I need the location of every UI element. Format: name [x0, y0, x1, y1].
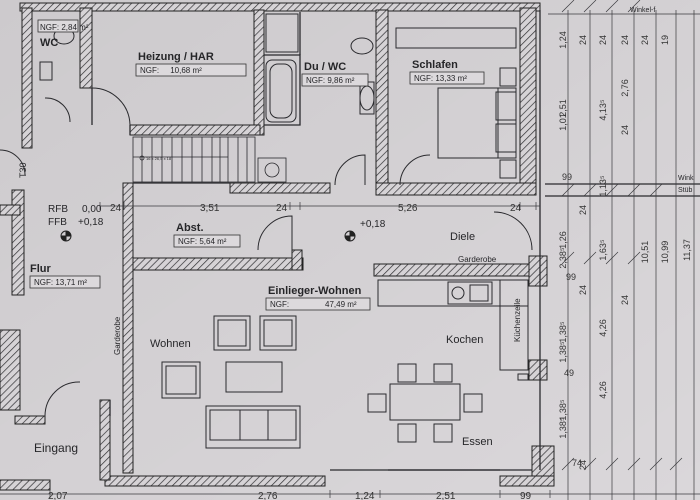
t30-label: T30 — [18, 162, 28, 178]
furniture — [161, 315, 483, 449]
eingang-name: Eingang — [34, 441, 78, 455]
vdim-c1-0: 1,24 — [558, 31, 568, 49]
vdim-c1-4: 2,38⁵ — [558, 247, 568, 269]
vdim-c1-3: 1,26 — [558, 231, 568, 249]
winkel-label: Winkel-f — [630, 7, 655, 14]
dim-r99b: 99 — [566, 272, 576, 282]
doors — [0, 87, 533, 417]
einlieger-name: Einlieger-Wohnen — [268, 285, 362, 297]
stair-label: 16 x 26,5 x 18 — [146, 156, 172, 161]
vdim-c3-4: 4,26 — [598, 319, 608, 337]
vdim-c7-0: 11,37 — [682, 239, 692, 261]
vdim-c2-3: 24 — [578, 460, 588, 470]
ffb-value: +0,18 — [78, 217, 104, 228]
dim-r99a: 99 — [562, 172, 572, 182]
vdim-c1-5: 1,38⁵ — [558, 321, 568, 343]
flur-area-box — [29, 275, 101, 289]
einlieger-area-box — [265, 297, 371, 311]
rfb-value: 0,00 — [82, 204, 102, 215]
wc-area: NGF: 2,84 m² — [40, 23, 89, 32]
level-markers — [60, 230, 356, 242]
vdim-c2-1: 24 — [578, 205, 588, 215]
vertical-dimensions: 1,242,511,011,262,38⁵1,38⁵1,38⁵1,38⁵1,38… — [558, 31, 692, 470]
duwc-name: Du / WC — [304, 61, 346, 73]
heizung-name: Heizung / HAR — [138, 51, 214, 63]
vdim-c5-0: 24 — [640, 35, 650, 45]
vdim-c4-0: 24 — [620, 35, 630, 45]
vdim-c2-2: 24 — [578, 285, 588, 295]
dim-124: 1,24 — [355, 491, 375, 500]
kochen-name: Kochen — [446, 334, 483, 346]
walls — [0, 2, 555, 491]
dim-99: 99 — [520, 491, 532, 500]
dim-24b: 24 — [276, 203, 288, 214]
flur-area: NGF: 13,71 m² — [34, 278, 87, 287]
vdim-c4-3: 24 — [620, 295, 630, 305]
dim-24c: 24 — [510, 203, 522, 214]
abst-name: Abst. — [176, 222, 204, 234]
schlafen-area-box — [409, 71, 485, 85]
dim-251: 2,51 — [436, 491, 456, 500]
vdim-c3-1: 4,13⁵ — [598, 99, 608, 121]
vdim-c6-1: 10,99 — [660, 241, 670, 264]
stueb-label: Stüb — [678, 187, 693, 194]
duwc-area: NGF: 9,86 m² — [306, 76, 355, 85]
wohnen-name: Wohnen — [150, 338, 191, 350]
thin-walls — [91, 10, 700, 471]
heizung-area: NGF: 10,68 m² — [140, 66, 202, 75]
abst-area-box — [173, 234, 241, 248]
level-value: +0,18 — [360, 219, 386, 230]
duwc-area-box — [301, 73, 369, 87]
flur-name: Flur — [30, 263, 51, 275]
vdim-c5-1: 10,51 — [640, 241, 650, 264]
dim-r49: 49 — [564, 368, 574, 378]
wc-name: WC — [40, 37, 58, 49]
vdim-c4-1: 2,76 — [620, 79, 630, 97]
vdim-c3-2: 1,13⁵ — [598, 175, 608, 197]
dim-r74: 74 — [572, 458, 582, 468]
diele-name: Diele — [450, 231, 475, 243]
dim-276: 2,76 — [258, 491, 278, 500]
heizung-area-box — [135, 63, 247, 77]
vdim-c3-0: 24 — [598, 35, 608, 45]
schlafen-area: NGF: 13,33 m² — [414, 74, 467, 83]
einlieger-area-value: 47,49 m² — [325, 300, 357, 309]
schlafen-name: Schlafen — [412, 59, 458, 71]
abst-area: NGF: 5,64 m² — [178, 237, 227, 246]
stair — [132, 136, 287, 183]
vdim-c1-6: 1,38⁵ — [558, 341, 568, 363]
fixtures — [39, 13, 517, 179]
vdim-c3-5: 4,26 — [598, 381, 608, 399]
garderobe-top-label: Garderobe — [458, 255, 497, 264]
wc-area-box — [37, 19, 79, 33]
einlieger-area-label: NGF: — [270, 300, 289, 309]
vdim-c1-8: 1,38⁵ — [558, 417, 568, 439]
dim-207: 2,07 — [48, 491, 68, 500]
dim-24a: 24 — [110, 203, 122, 214]
vdim-c6-0: 19 — [660, 35, 670, 45]
vdim-c1-2: 1,01 — [558, 113, 568, 131]
kuechenzeile-label: Küchenzeile — [513, 298, 522, 342]
essen-name: Essen — [462, 436, 493, 448]
kitchen — [377, 279, 529, 381]
vdim-c2-0: 24 — [578, 35, 588, 45]
vdim-c4-2: 24 — [620, 125, 630, 135]
vdim-c1-7: 1,38⁵ — [558, 399, 568, 421]
ffb-label: FFB — [48, 217, 67, 228]
vdim-c1-1: 2,51 — [558, 99, 568, 117]
vdim-c3-3: 1,63⁵ — [598, 239, 608, 261]
dim-351: 3,51 — [200, 203, 220, 214]
garderobe-left-label: Garderobe — [113, 316, 122, 355]
wink-label: Wink — [678, 175, 694, 182]
rfb-label: RFB — [48, 204, 68, 215]
dim-526: 5,26 — [398, 203, 418, 214]
